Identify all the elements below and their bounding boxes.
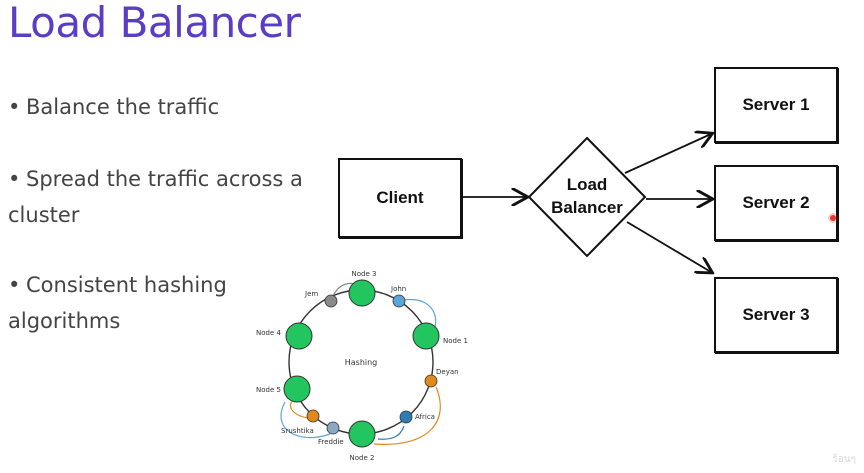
key-jem-label: Jem (304, 290, 318, 298)
bullet-dot: • (8, 167, 21, 191)
server-3-box: Server 3 (714, 277, 838, 353)
client-label: Client (376, 188, 424, 207)
key-africa-label: Africa (415, 413, 435, 421)
deyan-route-arrow (373, 386, 441, 445)
server-2-box: Server 2 (714, 165, 838, 241)
ring-center-label: Hashing (345, 358, 378, 367)
load-balancer-diamond (527, 136, 647, 258)
node-3-label: Node 3 (352, 270, 377, 278)
node-1-label: Node 1 (443, 337, 468, 345)
server-1-label: Server 1 (742, 95, 810, 114)
client-box: Client (338, 158, 462, 238)
africa-route-arrow (377, 425, 405, 440)
key-srushtika-label: Srushtika (281, 427, 314, 435)
bullet-dot: • (8, 95, 21, 119)
watermark-text: ร้อนๆ (832, 454, 856, 465)
hash-ring: Hashing Node 3 Node 1 Node 2 Node 5 Node… (256, 270, 468, 462)
key-john-circle (392, 294, 406, 308)
server-3-label: Server 3 (742, 305, 810, 324)
lb-label-line2: Balancer (551, 198, 623, 217)
bullet-text: Balance the traffic (26, 95, 220, 119)
node-2-label: Node 2 (350, 454, 375, 462)
freddie-route-arrow (280, 401, 331, 439)
pointer-cursor-dot (830, 215, 836, 221)
node-4-circle (285, 322, 313, 350)
lb-to-server-1-arrow (624, 134, 711, 174)
key-jem-circle (324, 294, 338, 308)
key-deyan-label: Deyan (436, 368, 459, 376)
node-5-circle (283, 375, 311, 403)
node-1-circle (412, 322, 440, 350)
bullet-consistent-hashing: •Consistent hashing algorithms (8, 267, 308, 339)
node-2-circle (348, 420, 376, 448)
key-freddie-circle (326, 421, 340, 435)
bullet-balance-traffic: •Balance the traffic (8, 89, 308, 125)
node-5-label: Node 5 (256, 386, 281, 394)
key-john-label: John (390, 285, 406, 293)
server-1-box: Server 1 (714, 67, 838, 143)
key-srushtika-circle (306, 409, 320, 423)
bullet-text: Spread the traffic across a cluster (8, 167, 303, 227)
server-2-label: Server 2 (742, 193, 810, 212)
key-deyan-circle (424, 374, 438, 388)
slide-title: Load Balancer (8, 0, 301, 47)
lb-label-line1: Load (567, 175, 608, 194)
key-freddie-label: Freddie (318, 438, 344, 446)
bullet-spread-traffic: •Spread the traffic across a cluster (8, 161, 308, 233)
node-4-label: Node 4 (256, 329, 281, 337)
bullet-text: Consistent hashing algorithms (8, 273, 227, 333)
key-africa-circle (399, 410, 413, 424)
node-3-circle (348, 279, 376, 307)
bullet-dot: • (8, 273, 21, 297)
lb-to-server-3-arrow (626, 221, 711, 272)
